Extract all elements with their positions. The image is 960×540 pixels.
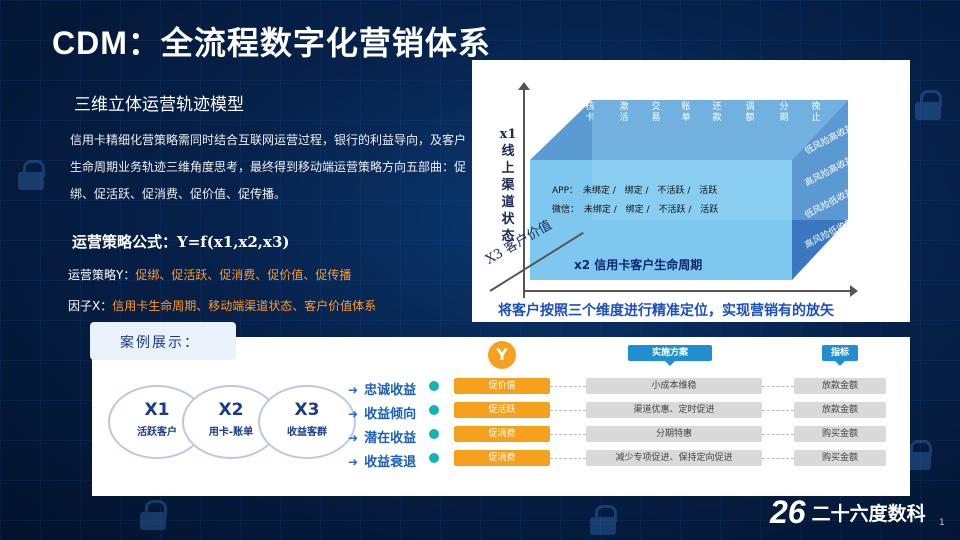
x-axis [524, 285, 858, 297]
row-connector [762, 386, 794, 387]
segment-label: 潜在收益 [348, 427, 416, 446]
lock-icon [590, 505, 617, 535]
ellipse-subtitle: 用卡-账单 [208, 427, 254, 438]
brand-logo: 26 二十六度数科 [770, 494, 926, 531]
row-connector [550, 458, 586, 459]
state: 绑定 / [625, 205, 650, 215]
box-side-face [792, 100, 848, 280]
plan-pill: 减少专项促进、保持定向促进 [586, 450, 762, 466]
state: 绑定 / [624, 186, 649, 196]
lock-icon [905, 440, 932, 470]
y-strategy-pill: 促价值 [454, 378, 550, 394]
app-row: APP： 未绑定 / 绑定 / 不活跃 / 活跃 [552, 183, 717, 196]
row-dot [429, 429, 439, 439]
row-connector [550, 386, 586, 387]
stage-label: 交易 [651, 102, 661, 123]
metric-pill: 放款金额 [794, 378, 886, 394]
factor-line: 因子X：信用卡生命周期、移动端渠道状态、客户价值体系 [68, 297, 376, 314]
segment-label: 收益倾向 [348, 403, 416, 422]
ellipse-title: X1 [144, 400, 170, 420]
metric-pill: 放款金额 [794, 402, 886, 418]
ellipse-subtitle: 活跃客户 [137, 427, 177, 438]
metric-pill: 购买金额 [794, 426, 886, 442]
y-strategy-pill: 促消费 [454, 450, 550, 466]
factor-value: 信用卡生命周期、移动端渠道状态、客户价值体系 [112, 299, 377, 313]
state: 不活跃 / [657, 186, 691, 196]
box-front-face [530, 160, 792, 280]
row-connector [550, 434, 586, 435]
stage-label: 还款 [712, 102, 722, 123]
row-connector [550, 410, 586, 411]
stage-label: 核卡 [585, 102, 595, 123]
plan-header: 实施方案 [628, 345, 712, 366]
brand-number: 26 [770, 494, 806, 530]
wechat-row: 微信： 未绑定 / 绑定 / 不活跃 / 活跃 [552, 202, 718, 215]
case-tag: 案例展示： [90, 322, 236, 360]
row-dot [429, 453, 439, 463]
strategy-formula: 运营策略公式：Y=f(x1,x2,x3) [72, 233, 290, 251]
stage-label: 分期 [779, 102, 789, 123]
strategy-line: 运营策略Y：促绑、促活跃、促消费、促价值、促传播 [68, 266, 351, 283]
metric-pill: 购买金额 [794, 450, 886, 466]
case-tag-label: 案例展示： [120, 335, 200, 351]
intro-paragraph: 信用卡精细化营策略需同时结合互联网运营过程，银行的利益导向，及客户生命周期业务轨… [70, 133, 467, 201]
box-top-face [530, 100, 848, 160]
stage-label: 账单 [681, 102, 691, 123]
state: 活跃 [700, 205, 719, 215]
y-axis-label: x1线上渠道状态 [499, 127, 517, 244]
row-connector [762, 434, 794, 435]
y-header-badge: Y [488, 341, 516, 369]
three-dimensional-model-panel: x1线上渠道状态 X3 客户价值 核卡 激活 交易 账单 还款 调额 分期 挽止… [472, 60, 910, 322]
front-face-label: x2 信用卡客户生命周期 [574, 258, 703, 272]
box-back-face [592, 100, 848, 220]
ellipse-subtitle: 收益客群 [287, 427, 327, 438]
row-connector [762, 410, 794, 411]
state: 未绑定 / [582, 186, 616, 196]
ellipse-title: X2 [218, 400, 244, 420]
ellipse-title: X3 [294, 400, 320, 420]
model-caption: 将客户按照三个维度进行精准定位，实现营销有的放矢 [498, 303, 834, 319]
state: 活跃 [699, 186, 718, 196]
lock-icon [140, 500, 167, 530]
plan-pill: 分期特惠 [586, 426, 762, 442]
stage-label: 激活 [619, 102, 629, 123]
metric-header: 指标 [822, 345, 858, 366]
row-connector [762, 458, 794, 459]
segment-label: 收益衰退 [348, 451, 416, 470]
plan-pill: 渠道优惠、定时促进 [586, 402, 762, 418]
state: 不活跃 / [658, 205, 692, 215]
model-box [530, 100, 848, 280]
case-panel: X1 活跃客户 X2 用卡-账单 X3 收益客群 Y 实施方案 指标 忠诚收益 … [92, 337, 910, 496]
row-dot [429, 405, 439, 415]
model-subtitle: 三维立体运营轨迹模型 [74, 95, 244, 115]
page-number: 1 [939, 518, 945, 528]
segment-label: 忠诚收益 [348, 379, 416, 398]
row-dot [429, 381, 439, 391]
lock-icon [18, 160, 45, 190]
y-strategy-pill: 促消费 [454, 426, 550, 442]
plan-pill: 小成本维稳 [586, 378, 762, 394]
y-axis [518, 82, 530, 298]
page-title: CDM：全流程数字化营销体系 [52, 25, 491, 61]
strategy-value: 促绑、促活跃、促消费、促价值、促传播 [135, 268, 352, 282]
stage-label: 挽止 [811, 102, 821, 123]
lock-icon [915, 90, 942, 120]
row-label: APP： [552, 186, 579, 196]
state: 未绑定 / [583, 205, 617, 215]
strategy-prefix: 运营策略Y： [68, 268, 136, 282]
y-strategy-pill: 促活跃 [454, 402, 550, 418]
stage-label: 调额 [745, 102, 755, 123]
row-label: 微信： [552, 205, 580, 215]
brand-name: 二十六度数科 [811, 503, 926, 525]
factor-prefix: 因子X： [68, 299, 113, 313]
x3-ellipse: X3 收益客群 [258, 385, 356, 459]
